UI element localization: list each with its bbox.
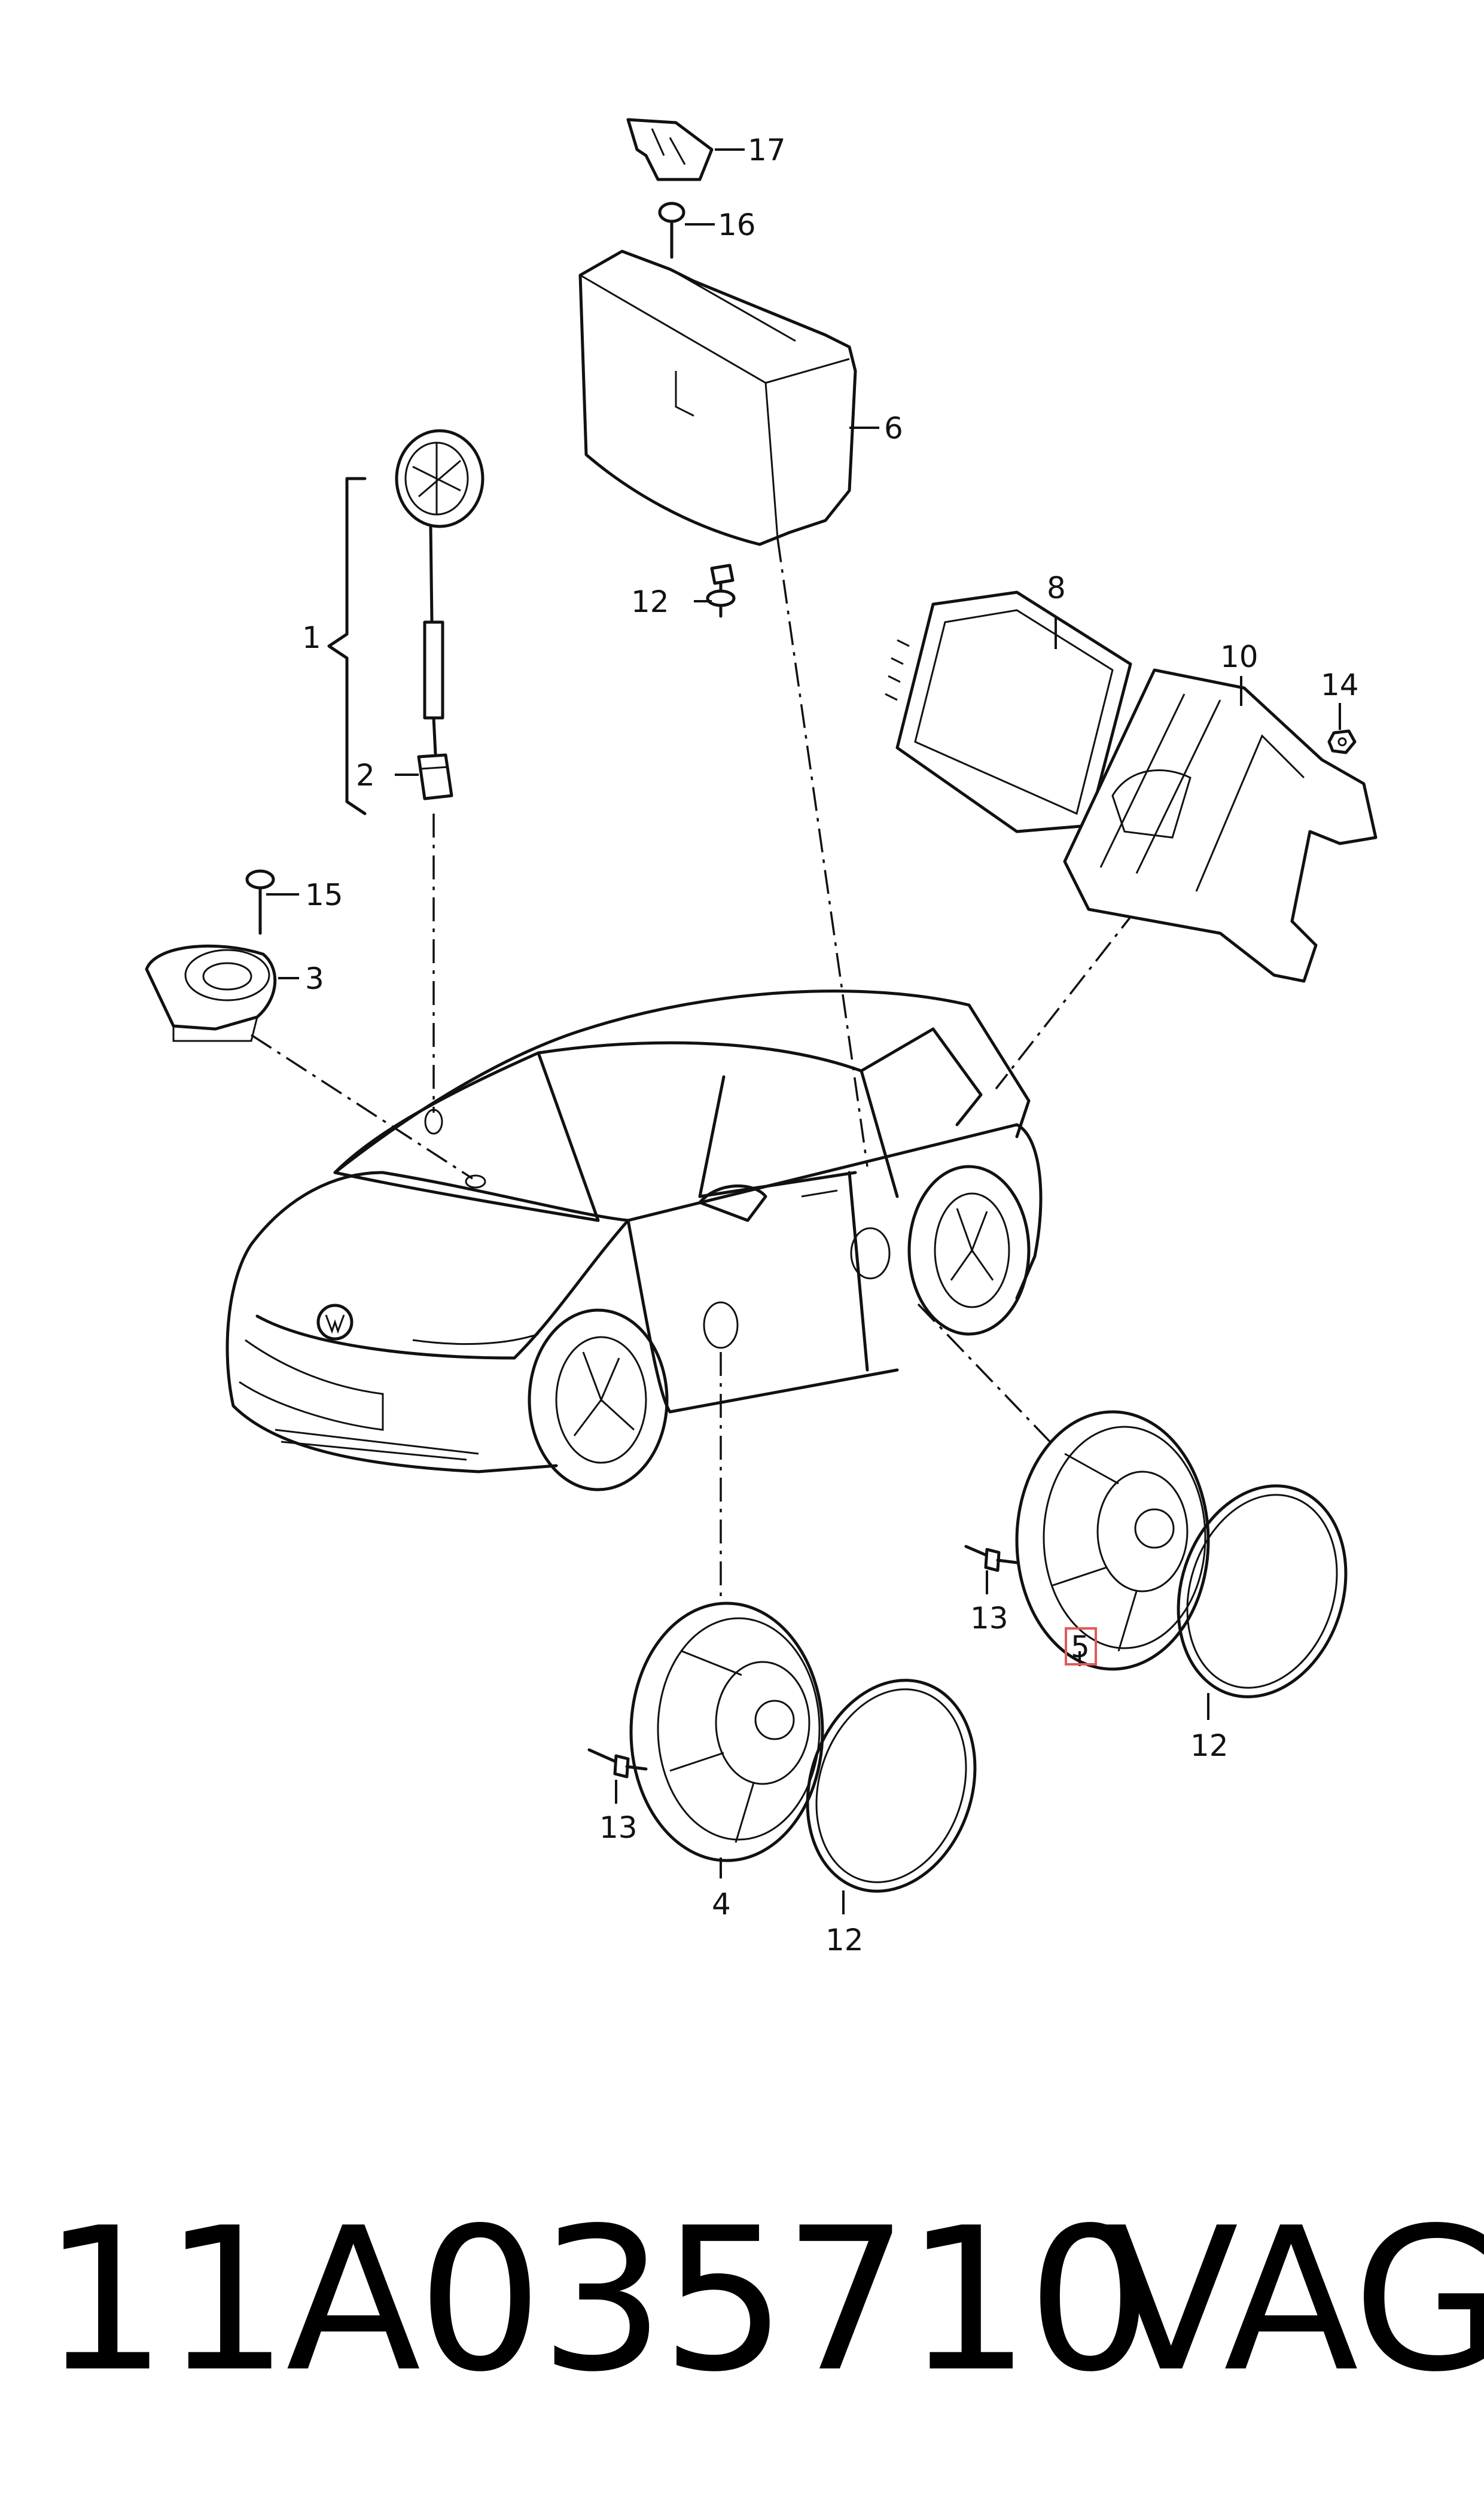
callout-13-lower: 13: [599, 1810, 638, 1845]
bolt-11-part: [706, 564, 736, 618]
bracket-brace-1: [327, 477, 367, 815]
module-8-part: [885, 590, 1132, 833]
control-unit-6-part: [578, 249, 857, 546]
gasket-12-upper-part: [1177, 1484, 1348, 1698]
tweeter-1-part: [395, 429, 484, 756]
callout-14: 14: [1321, 668, 1359, 702]
callout-16: 16: [718, 208, 756, 242]
bracket-10-part: [1063, 668, 1378, 983]
rivet-13-lower-part: [587, 1748, 648, 1779]
screw-16-part: [658, 202, 685, 259]
callout-13-upper: 13: [970, 1601, 1008, 1636]
callout-2: 2: [356, 758, 375, 793]
callout-labels: 17 16 6 12 8 10 14 1 2 15 3 13 5 12 13 4…: [302, 133, 1359, 1957]
rivet-13-upper-part: [964, 1545, 1019, 1572]
callout-12-lower: 12: [825, 1923, 864, 1957]
callout-11: 12: [631, 584, 669, 619]
nut-14-part: [1327, 729, 1357, 754]
callout-6: 6: [884, 411, 903, 446]
brand-name: VAG: [1104, 2185, 1484, 2415]
callout-3: 3: [305, 961, 324, 996]
assembly-lines: [251, 538, 1138, 1627]
callout-8: 8: [1047, 571, 1066, 605]
speaker-5-part: [1015, 1410, 1210, 1671]
part-number: 11A035710: [42, 2185, 1153, 2415]
screw-15-part: [245, 869, 275, 935]
gasket-12-lower-part: [806, 1679, 977, 1893]
callout-17: 17: [748, 133, 786, 168]
speaker-3-part: [145, 944, 277, 1042]
callout-5: 5: [1071, 1630, 1090, 1664]
callout-4: 4: [712, 1887, 731, 1922]
callout-5-highlight: [1065, 1627, 1097, 1666]
callout-12-upper: 12: [1190, 1728, 1229, 1763]
car-illustration: [226, 989, 1043, 1491]
callout-1: 1: [302, 620, 321, 655]
leader-lines: [266, 148, 1341, 1914]
connector-2-part: [417, 753, 453, 800]
callout-15: 15: [305, 878, 343, 912]
speaker-4-part: [629, 1601, 824, 1862]
callout-10: 10: [1220, 640, 1258, 674]
clip-17-part: [626, 118, 714, 181]
